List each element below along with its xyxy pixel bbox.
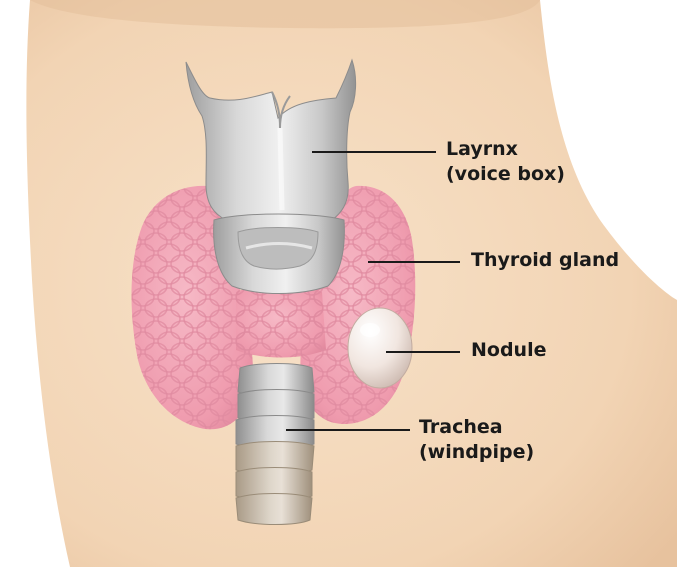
larynx-ridge	[280, 128, 282, 210]
trachea	[236, 364, 314, 525]
label-larynx: Layrnx (voice box)	[446, 137, 565, 187]
label-trachea-line2: (windpipe)	[419, 440, 534, 465]
label-thyroid-gland: Thyroid gland	[471, 248, 619, 273]
label-larynx-line1: Layrnx	[446, 137, 565, 162]
label-trachea-line1: Trachea	[419, 415, 534, 440]
label-larynx-line2: (voice box)	[446, 162, 565, 187]
label-trachea: Trachea (windpipe)	[419, 415, 534, 465]
label-nodule: Nodule	[471, 338, 546, 363]
nodule	[348, 308, 412, 388]
trachea-ring	[236, 494, 312, 525]
